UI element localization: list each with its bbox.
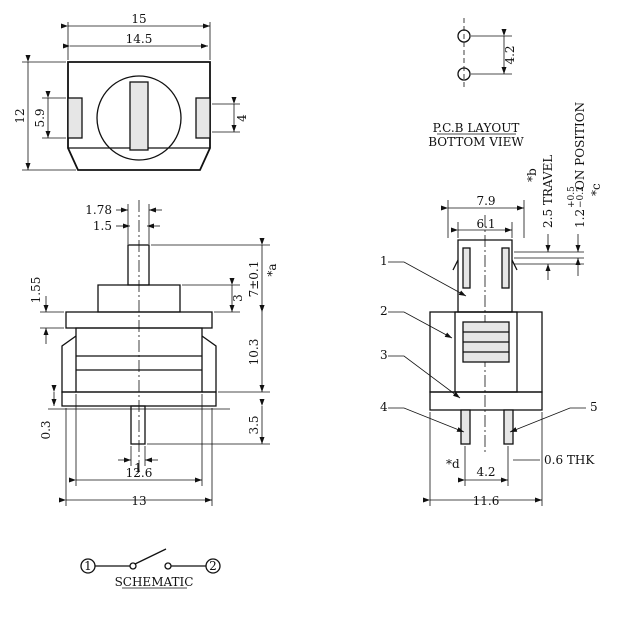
thk-label: 0.6 THK: [544, 453, 595, 467]
note-b: *b: [525, 168, 539, 182]
schematic-label: SCHEMATIC: [115, 575, 194, 589]
schematic-pin-1: 1: [84, 559, 92, 573]
on-position-tol-plus: +0.5: [567, 186, 577, 208]
dim-1-78-label: 1.78: [85, 203, 112, 217]
schematic-contact-a: [129, 562, 137, 570]
dim-1-5-label: 1.5: [93, 219, 112, 233]
on-position-label: ON POSITION: [573, 102, 587, 190]
top-view: 15 14.5 12 5.9 4: [13, 12, 249, 171]
dim-12-6-label: 12.6: [126, 466, 153, 480]
dim-5-9-label: 5.9: [33, 108, 47, 127]
pcb-dim-4-2-label: 4.2: [503, 45, 517, 64]
dim-15-label: 15: [131, 12, 146, 26]
dim-13-label: 13: [131, 494, 146, 508]
note-d: *d: [446, 457, 460, 471]
pcb-layout: 4.2 P.C.B LAYOUT BOTTOM VIEW: [428, 18, 524, 149]
front-view: 1.78 1.5 1.55 3 7±0.1 *a 10.3 0.3 3.5: [29, 200, 279, 508]
front-plunger: [127, 244, 150, 286]
callout-5: 5: [590, 400, 598, 414]
front-right-clip: [201, 335, 217, 393]
schematic-switch-lever: [134, 548, 167, 565]
dim-14-5-label: 14.5: [126, 32, 153, 46]
dim-0-3-label: 0.3: [39, 420, 53, 439]
pcb-bottom-view-label: BOTTOM VIEW: [428, 135, 524, 149]
dim-1-55-label: 1.55: [29, 277, 43, 304]
on-position-base: 1.2: [573, 209, 587, 228]
schematic-pin-2-circle: [205, 558, 221, 574]
dim-7-label: 7±0.1: [247, 261, 261, 298]
front-left-clip: [61, 335, 77, 393]
callout-1: 1: [380, 254, 388, 268]
dim-7-9-label: 7.9: [476, 194, 495, 208]
schematic-contact-b: [164, 562, 172, 570]
note-a: *a: [265, 263, 279, 276]
side-right-contact: [501, 247, 510, 289]
top-view-button-circle: [96, 75, 182, 161]
dim-11-6-label: 11.6: [473, 494, 500, 508]
callout-4: 4: [380, 400, 388, 414]
side-view: 7.9 6.1 2.5 TRAVEL *b 1.2 +0.5 −0.2 ON P…: [380, 102, 603, 508]
callout-3: 3: [380, 348, 388, 362]
dim-3-5-label: 3.5: [247, 415, 261, 434]
dim-4-label: 4: [235, 114, 249, 122]
dim-10-3-label: 10.3: [247, 339, 261, 366]
schematic: 1 2 SCHEMATIC: [80, 548, 221, 589]
top-view-plunger-slot: [129, 81, 149, 151]
on-position-tol-minus: −0.2: [576, 186, 586, 208]
pcb-hole-1: [457, 29, 471, 43]
side-left-contact: [462, 247, 471, 289]
top-view-right-terminal: [195, 97, 211, 139]
dim-1-label: 1: [134, 461, 142, 475]
dim-6-1-label: 6.1: [476, 217, 495, 231]
dim-12-label: 12: [13, 108, 27, 123]
note-c: *c: [589, 183, 603, 196]
front-terminal: [130, 405, 146, 445]
side-terminal-4: [460, 409, 471, 445]
callout-2: 2: [380, 304, 388, 318]
schematic-pin-2: 2: [209, 559, 217, 573]
dim-3-label: 3: [231, 294, 245, 302]
travel-label: 2.5 TRAVEL: [541, 155, 555, 228]
side-dim-4-2-label: 4.2: [476, 465, 495, 479]
side-terminal-5: [503, 409, 514, 445]
pcb-hole-2: [457, 67, 471, 81]
side-base: [429, 391, 543, 411]
top-view-left-terminal: [67, 97, 83, 139]
pcb-layout-title: P.C.B LAYOUT: [433, 121, 520, 135]
